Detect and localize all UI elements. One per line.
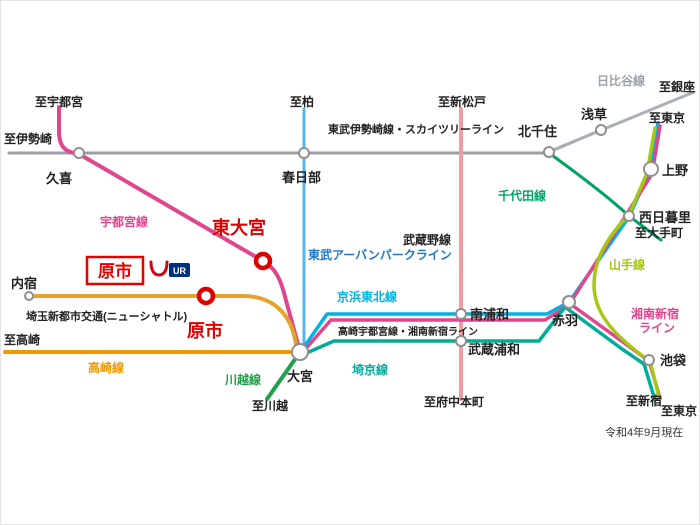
label-chiyoda-label: 千代田線 [498,188,546,203]
station-kasukabe [298,147,310,159]
terminal-to-kawagoe: 至川越 [252,398,289,413]
terminal-to-utsunomiya: 至宇都宮 [35,94,83,109]
terminal-to-shinjuku: 至新宿 [626,393,662,408]
label-tobu-isesaki-label: 東武伊勢崎線・スカイツリーライン [328,122,504,136]
station-musashi-urawa [455,335,467,347]
label-takasaki-label: 高崎線 [88,360,124,375]
terminal-to-shimmatsudo: 至新松戸 [438,94,486,109]
station-label-kitasenju: 北千住 [518,124,557,139]
terminal-to-takasaki: 至高崎 [4,332,40,347]
station-label-kasukabe: 春日部 [281,170,321,185]
station-label-haraichi: 原市 [187,320,223,341]
station-kuki [73,147,85,159]
ur-logo-text: UR [173,266,186,276]
terminal-to-tokyo-bottom: 至東京 [661,403,697,418]
haraichi-callout: 原市 UR [85,255,190,286]
terminal-to-ginza: 至銀座 [659,79,695,94]
terminal-to-otemachi: 至大手町 [635,225,683,240]
station-label-uchijuku: 内宿 [11,276,37,291]
station-label-ikebukuro: 池袋 [660,353,687,368]
terminal-to-tokyo-top: 至東京 [649,110,685,125]
label-shonan-label-2: ライン [639,321,675,335]
station-label-akabane: 赤羽 [552,313,578,328]
station-minami-urawa [455,308,467,320]
label-new-shuttle-label: 埼玉新都市交通(ニューシャトル) [26,309,187,323]
station-label-kuki: 久喜 [46,171,72,186]
station-label-omiya: 大宮 [287,369,313,384]
station-uchijuku [24,291,34,301]
label-saikyo-label: 埼京線 [352,362,388,377]
station-label-musashi-urawa: 武蔵浦和 [468,342,520,357]
terminal-to-fuchu-hommachi: 至府中本町 [424,394,484,409]
ur-logo-mark-icon [149,260,169,277]
station-label-asakusa: 浅草 [581,107,607,122]
station-asakusa [595,124,607,136]
label-hibiya-label: 日比谷線 [597,73,645,88]
station-label-higashi-omiya: 東大宮 [212,217,266,238]
label-kawagoe-label: 川越線 [224,372,261,387]
label-yamanote-label: 山手線 [609,257,645,272]
station-nishi-nippori [623,210,635,222]
ur-logo: UR [149,260,190,277]
station-higashi-omiya [253,251,273,271]
line-yamanote [592,126,661,399]
station-kitasenju [543,146,555,158]
label-shonan-label-1: 湘南新宿 [631,306,679,321]
label-musashino-label: 武蔵野線 [403,232,451,247]
station-haraichi [196,286,216,306]
label-urban-park-label: 東武アーバンパークライン [308,247,452,262]
line-hibiya [546,90,696,154]
station-ueno [643,161,659,177]
terminal-to-kashiwa: 至柏 [290,94,314,109]
station-label-nishi-nippori: 西日暮里 [639,210,691,225]
line-new-shuttle [27,294,298,347]
station-ikebukuro [643,354,655,366]
map-note: 令和4年9月現在 [605,425,683,439]
station-label-minami-urawa: 南浦和 [470,307,509,322]
line-utsunomiya [57,105,301,350]
haraichi-callout-label: 原市 [98,261,132,281]
station-label-ueno: 上野 [662,163,688,178]
haraichi-callout-box [85,255,145,286]
ur-logo-badge [169,263,190,277]
terminal-to-isesaki: 至伊勢崎 [4,131,52,146]
label-utsunomiya-label: 宇都宮線 [100,214,148,229]
label-keihin-label: 京浜東北線 [337,289,397,304]
station-omiya [291,343,309,361]
label-takasaki-utsunomiya-shonan-label: 高崎宇都宮線・湘南新宿ライン [338,325,478,338]
station-akabane [562,295,576,309]
line-kawagoe [265,353,300,401]
